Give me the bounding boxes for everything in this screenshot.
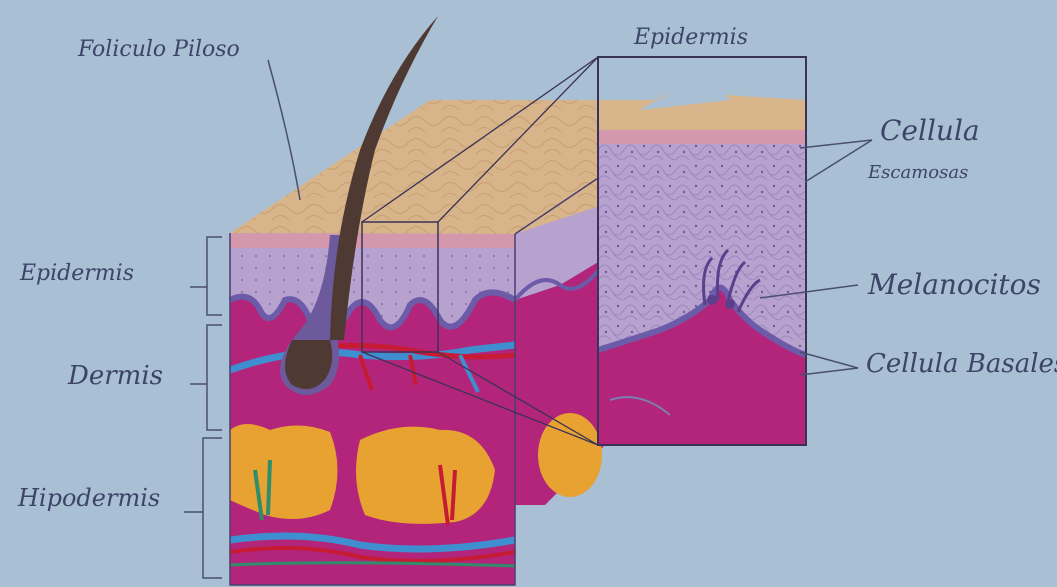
label-celulas-escamosas-2: Escamosas (867, 162, 968, 183)
magnified-inset (598, 57, 806, 445)
label-epidermis-inset: Epidermis (633, 25, 748, 50)
label-foliculo-piloso: Foliculo Piloso (77, 37, 240, 62)
layer-brackets (184, 237, 222, 578)
label-celulas-basales: Cellula Basales (866, 349, 1057, 379)
label-melanocitos: Melanocitos (867, 268, 1041, 301)
label-celulas-escamosas-1: Cellula (880, 114, 980, 147)
label-hipodermis: Hipodermis (17, 484, 160, 512)
label-dermis: Dermis (67, 361, 163, 391)
label-epidermis: Epidermis (19, 261, 134, 286)
